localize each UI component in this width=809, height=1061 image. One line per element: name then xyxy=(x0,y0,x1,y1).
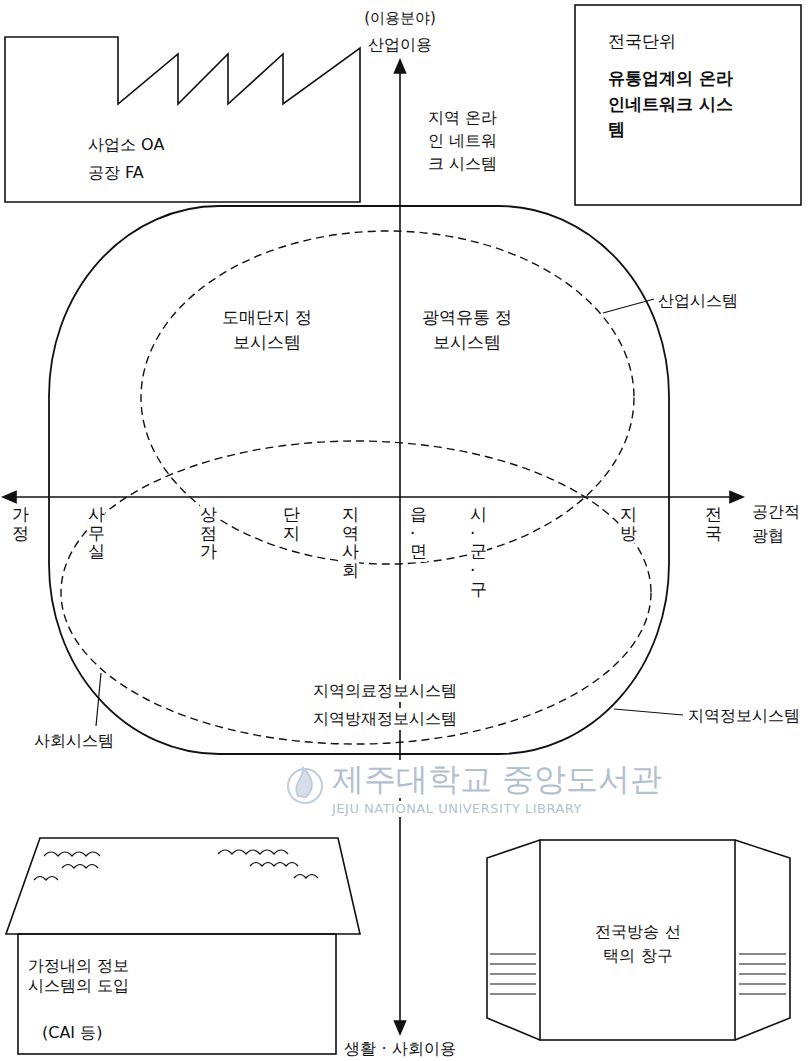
horizontal-axis xyxy=(12,496,733,498)
region-outline xyxy=(49,206,669,754)
region-outline: 지역정보시스템산업시스템도매단지 정보시스템광역유통 정보시스템사회시스템지역의… xyxy=(48,205,670,755)
node-text: 도매단지 정보시스템 xyxy=(220,305,314,354)
window-frame xyxy=(540,840,735,1040)
house-building: 가정내의 정보시스템의 도입 (CAI 등) xyxy=(4,836,364,1058)
box-outline xyxy=(575,5,801,205)
node-text: 전국단위 xyxy=(608,30,676,54)
watermark-logo xyxy=(288,769,322,803)
society-ellipse: 사회시스템지역의료정보시스템지역방재정보시스템 xyxy=(60,440,652,745)
roof-wave xyxy=(62,865,98,869)
door-left xyxy=(487,840,540,1040)
node-text: 지역의료정보시스템 xyxy=(311,680,459,702)
node-text: 광역유통 정보시스템 xyxy=(420,305,514,354)
tick-label: 전국 xyxy=(705,504,722,543)
dashed-ellipse xyxy=(141,231,634,564)
arrow-head xyxy=(730,492,743,503)
axis-title: 공간적 광협 xyxy=(752,500,806,548)
door-right xyxy=(735,840,790,1040)
factory-outline xyxy=(5,37,360,202)
axis-title: 산업이용 xyxy=(368,34,432,56)
arrow-head xyxy=(3,492,16,503)
watermark-logo xyxy=(296,768,312,797)
system-box: 전국단위유통업계의 온라인네트워크 시스템 xyxy=(574,4,802,206)
leader-line xyxy=(603,299,654,313)
tick-label: 상점가 xyxy=(200,504,217,562)
door-stripe xyxy=(490,983,536,984)
door-stripe xyxy=(739,953,786,954)
arrow-head xyxy=(395,1021,406,1034)
vertical-axis xyxy=(399,70,401,1024)
door-stripe xyxy=(739,983,786,984)
house-body xyxy=(18,934,336,1054)
callout-label: 사회시스템 xyxy=(34,730,114,752)
roof-wave xyxy=(250,863,298,867)
tick-label: 지방 xyxy=(620,504,637,543)
region-label: 지역 온라인 네트워크 시스템 xyxy=(428,106,506,176)
leader-line xyxy=(614,709,683,715)
axis-title: 생활 · 사회이용 xyxy=(344,1038,455,1060)
shape-outline xyxy=(4,36,364,204)
node-text: (CAI 등) xyxy=(42,1022,102,1044)
tick-label: 지역사회 xyxy=(342,504,359,581)
factory-building: 사업소 OA 공장 FA xyxy=(4,36,364,204)
tick-label: 사무실 xyxy=(88,504,105,562)
tick-label: 단지 xyxy=(283,504,300,543)
door-stripe xyxy=(739,973,786,974)
shape-outline xyxy=(48,205,670,755)
tick-label: 읍·면 xyxy=(410,504,427,562)
door-stripe xyxy=(490,973,536,974)
callout-label: 산업시스템 xyxy=(658,290,738,312)
dashed-ellipse xyxy=(61,441,651,744)
window-doors: 전국방송 선택의 창구 xyxy=(484,832,796,1044)
roof-wave xyxy=(218,850,288,854)
watermark-text: JEJU NATIONAL UNIVERSITY LIBRARY xyxy=(330,801,584,817)
roof-wave xyxy=(44,852,100,856)
leader-line xyxy=(96,673,101,726)
tick-label: 시·군·구 xyxy=(470,504,487,599)
door-stripe xyxy=(490,953,536,954)
door-stripe xyxy=(490,963,536,964)
watermark-text: 제주대학교 중앙도서관 xyxy=(330,760,664,798)
node-text: 사업소 OA xyxy=(88,134,164,156)
door-stripe xyxy=(490,993,536,994)
node-text: 전국방송 선택의 창구 xyxy=(588,920,688,968)
node-text: 유통업계의 온라인네트워크 시스템 xyxy=(608,66,748,143)
house-roof xyxy=(6,838,360,934)
node-text: 가정내의 정보시스템의 도입 xyxy=(28,956,132,996)
arrow-head xyxy=(395,60,406,73)
node-text: 공장 FA xyxy=(88,162,144,184)
roof-wave xyxy=(34,877,58,881)
roof-wave xyxy=(294,875,318,879)
node-text: 지역방재정보시스템 xyxy=(311,708,459,730)
tick-label: 가정 xyxy=(12,504,29,543)
door-stripe xyxy=(739,993,786,994)
callout-label: 지역정보시스템 xyxy=(688,705,800,727)
axis-title: (이용분야) xyxy=(364,8,436,29)
door-stripe xyxy=(739,963,786,964)
